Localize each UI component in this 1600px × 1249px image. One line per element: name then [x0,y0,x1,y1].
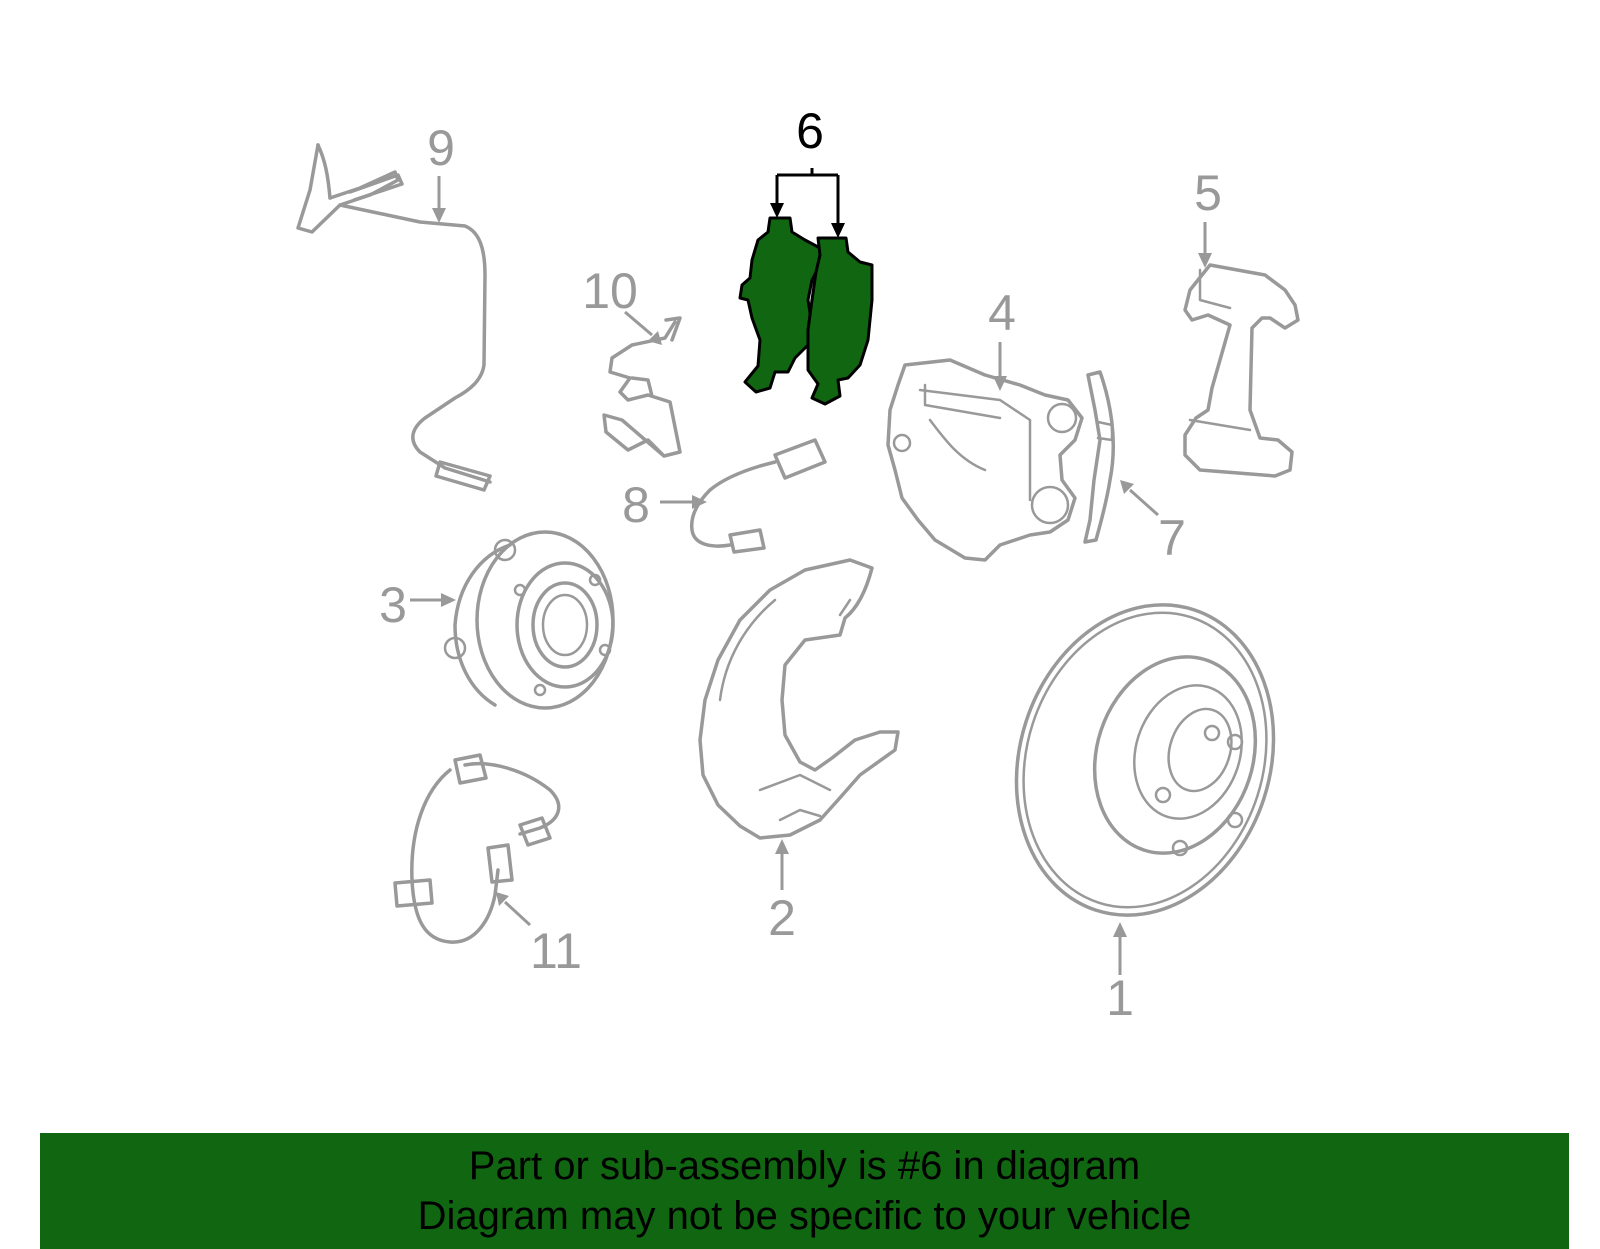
callout-7: 7 [1158,510,1186,566]
callout-8: 8 [622,477,650,533]
part-3-hub-assembly[interactable] [443,530,615,710]
callout-2: 2 [768,890,796,946]
part-4-caliper[interactable] [886,358,1084,562]
callout-4: 4 [988,285,1016,341]
callout-11: 11 [530,923,582,979]
callout-9: 9 [427,120,455,176]
banner-line-1: Part or sub-assembly is #6 in diagram [468,1144,1141,1188]
part-11-brake-hose[interactable] [393,753,561,944]
part-2-dust-shield[interactable] [698,558,900,840]
part-1-brake-rotor[interactable] [977,571,1312,949]
banner-line-2: Diagram may not be specific to your vehi… [417,1194,1192,1238]
part-7-clip-spring[interactable] [1083,370,1116,544]
leader-arrows [410,176,1212,975]
info-banner: Part or sub-assembly is #6 in diagram Di… [40,1133,1569,1249]
part-10-clip-bracket[interactable] [602,316,682,458]
part-6-brake-pads[interactable] [738,168,874,406]
part-5-caliper-bracket[interactable] [1183,263,1300,478]
callout-5: 5 [1194,165,1222,221]
callout-6: 6 [796,103,824,159]
part-8-wear-sensor[interactable] [689,438,827,554]
part-9-speed-sensor-wire[interactable] [296,143,492,492]
callout-1: 1 [1106,970,1134,1026]
callout-3: 3 [379,577,407,633]
callout-10: 10 [582,263,638,319]
